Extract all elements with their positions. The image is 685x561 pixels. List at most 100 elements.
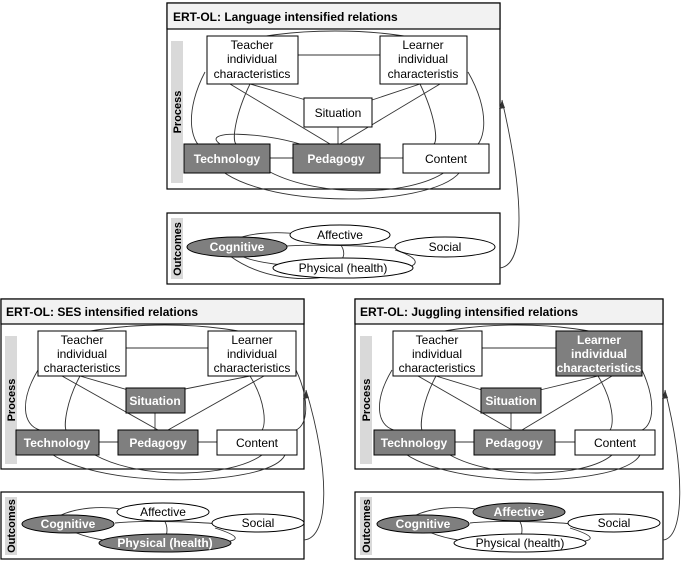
outcomes-label: Outcomes (172, 222, 184, 276)
process-connections (379, 324, 653, 481)
svg-text:Affective: Affective (317, 228, 363, 242)
node-pedagogy: Pedagogy (292, 143, 381, 174)
feedback-arrow (303, 389, 325, 541)
feedback-arrow (499, 99, 520, 269)
outcome-social: Social (211, 513, 305, 533)
node-technology: Technology (183, 143, 271, 174)
outcomes-label: Outcomes (6, 499, 18, 553)
arrow-head (499, 100, 505, 109)
process-sidebar (171, 41, 183, 183)
node-content: Content (402, 143, 490, 174)
arrow-head (662, 390, 668, 399)
svg-text:Affective: Affective (140, 505, 186, 519)
svg-text:Situation: Situation (485, 394, 536, 408)
svg-text:Situation: Situation (315, 106, 362, 120)
panel-title-bar (0, 298, 305, 325)
svg-text:Technology: Technology (24, 436, 91, 450)
svg-text:Social: Social (242, 516, 275, 530)
node-content: Content (216, 429, 298, 456)
svg-text:Pedagogy: Pedagogy (307, 152, 365, 166)
node-content: Content (574, 429, 656, 456)
outcomes-sidebar (171, 218, 183, 279)
panel-title: ERT-OL: SES intensified relations (6, 305, 198, 319)
node-pedagogy: Pedagogy (117, 429, 199, 456)
svg-text:Physical (health): Physical (health) (299, 261, 388, 275)
svg-text:Learner: Learner (402, 38, 443, 52)
svg-text:Teacher: Teacher (61, 333, 104, 347)
svg-text:individual: individual (227, 347, 277, 361)
svg-text:Teacher: Teacher (416, 333, 459, 347)
outcome-affective: Affective (289, 224, 391, 246)
node-learner: Learner individual characteristics (555, 330, 643, 377)
svg-text:Cognitive: Cognitive (396, 517, 451, 531)
outcome-physical: Physical (health) (98, 533, 232, 553)
panel-juggling: ERT-OL: Juggling intensified relations P… (354, 298, 681, 560)
outcome-cognitive: Cognitive (376, 514, 470, 534)
svg-text:individual: individual (57, 347, 107, 361)
node-learner: Learner individual characteristis (379, 35, 468, 85)
feedback-arrow (662, 389, 681, 541)
node-learner: Learner individual characteristics (207, 330, 297, 377)
process-label: Process (361, 379, 373, 422)
process-sidebar (360, 336, 372, 464)
outcomes-sidebar (5, 497, 17, 555)
panel-title-bar (166, 2, 501, 30)
arrow-head (303, 390, 309, 399)
svg-text:Pedagogy: Pedagogy (129, 436, 187, 450)
panel-title: ERT-OL: Juggling intensified relations (360, 305, 578, 319)
node-teacher: Teacher individual characteristics (392, 330, 483, 377)
svg-text:Pedagogy: Pedagogy (485, 436, 543, 450)
svg-text:individual: individual (398, 52, 448, 66)
process-sidebar (5, 336, 17, 464)
panel-language: ERT-OL: Language intensified relations P… (166, 2, 520, 285)
node-situation: Situation (480, 387, 542, 414)
outcome-social: Social (394, 236, 496, 258)
outcome-physical: Physical (health) (453, 533, 587, 553)
outcome-physical: Physical (health) (272, 257, 414, 279)
svg-text:Learner: Learner (577, 333, 621, 347)
node-pedagogy: Pedagogy (473, 429, 556, 456)
svg-text:characteristics: characteristics (214, 361, 291, 375)
svg-text:individual: individual (571, 347, 627, 361)
outcome-affective: Affective (116, 502, 210, 522)
svg-text:Situation: Situation (129, 394, 180, 408)
node-technology: Technology (373, 429, 456, 456)
node-situation: Situation (303, 97, 373, 128)
outcome-cognitive: Cognitive (21, 514, 115, 534)
svg-text:Technology: Technology (381, 436, 448, 450)
panel-ses: ERT-OL: SES intensified relations Proces… (0, 298, 325, 560)
node-teacher: Teacher individual characteristics (206, 35, 299, 85)
svg-text:characteristics: characteristics (399, 361, 476, 375)
svg-text:Content: Content (425, 152, 468, 166)
svg-text:Technology: Technology (194, 152, 261, 166)
svg-text:Social: Social (429, 240, 462, 254)
svg-text:Content: Content (236, 436, 279, 450)
svg-text:Physical (health): Physical (health) (117, 536, 212, 550)
svg-text:Learner: Learner (231, 333, 272, 347)
svg-text:characteristics: characteristics (44, 361, 121, 375)
node-technology: Technology (15, 429, 100, 456)
svg-text:Affective: Affective (494, 505, 545, 519)
process-label: Process (172, 91, 184, 134)
panel-title: ERT-OL: Language intensified relations (173, 10, 398, 24)
outcome-cognitive: Cognitive (186, 236, 288, 258)
svg-text:Content: Content (594, 436, 637, 450)
svg-text:characteristics: characteristics (557, 361, 642, 375)
outcomes-label: Outcomes (361, 499, 373, 553)
panel-title-bar (354, 298, 664, 325)
svg-text:individual: individual (227, 52, 277, 66)
node-teacher: Teacher individual characteristics (37, 330, 127, 377)
outcome-affective: Affective (472, 502, 566, 522)
outcome-social: Social (567, 513, 661, 533)
outcomes-sidebar (360, 497, 372, 555)
svg-text:Social: Social (598, 516, 631, 530)
process-label: Process (6, 379, 18, 422)
svg-text:individual: individual (412, 347, 462, 361)
svg-text:characteristis: characteristis (388, 67, 459, 81)
svg-text:Teacher: Teacher (231, 38, 274, 52)
svg-text:Cognitive: Cognitive (41, 517, 96, 531)
svg-text:characteristics: characteristics (214, 67, 291, 81)
node-situation: Situation (125, 387, 186, 414)
svg-text:Cognitive: Cognitive (210, 240, 265, 254)
